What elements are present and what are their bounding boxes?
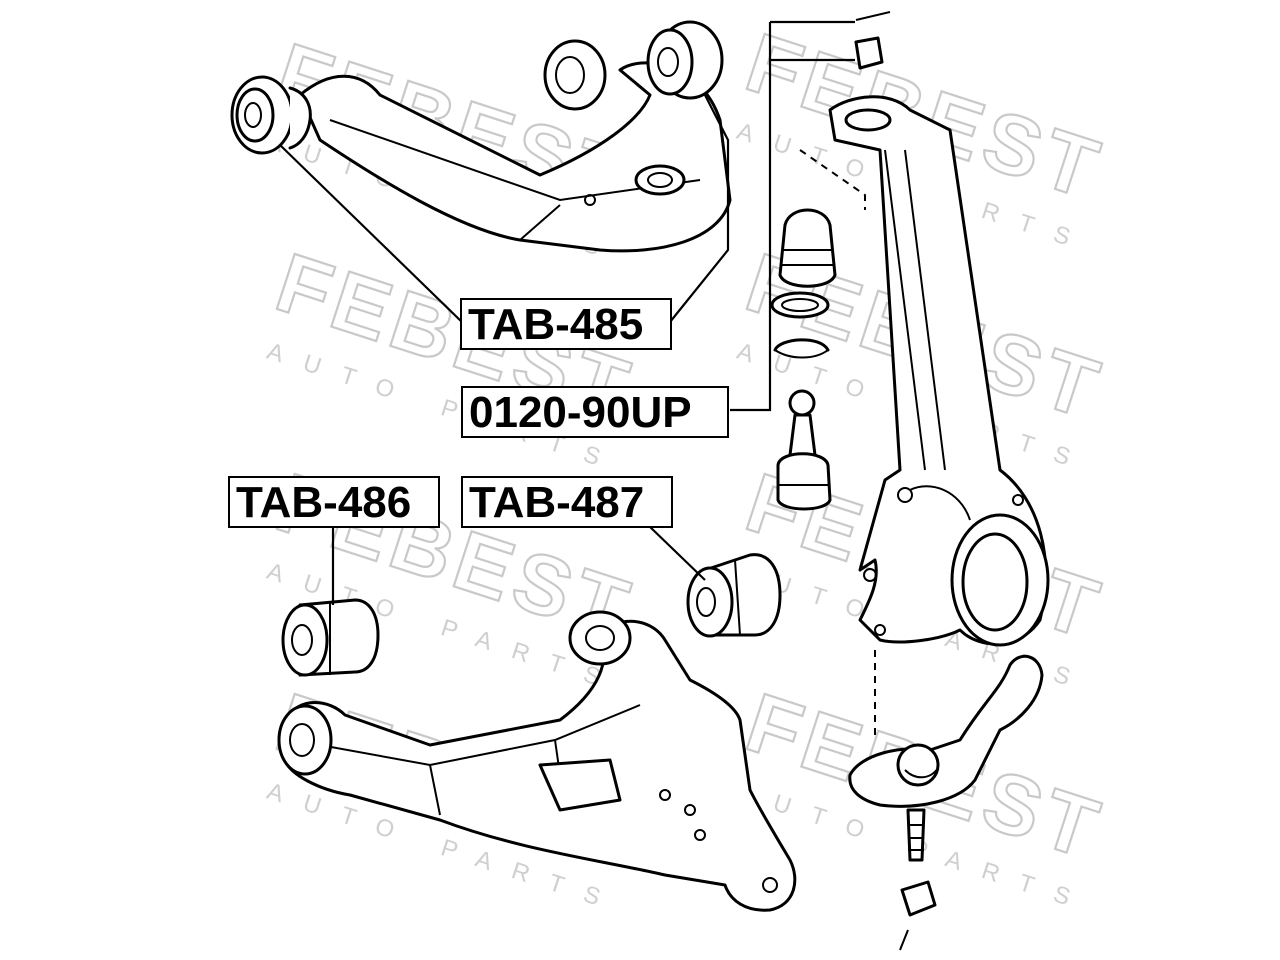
lower-arm-pivot-left — [277, 704, 333, 776]
steering-knuckle — [828, 95, 1050, 647]
leader-tab-485-left — [279, 144, 466, 326]
label-0120-90up[interactable]: 0120-90UP — [461, 386, 729, 438]
lower-ball-joint — [848, 654, 1044, 951]
upper-arm-pivot-front — [543, 39, 607, 111]
leader-tab-487 — [647, 524, 706, 581]
ball-joint-assembly — [730, 11, 891, 511]
lower-arm-pivot-right — [568, 610, 632, 666]
label-tab-487[interactable]: TAB-487 — [461, 476, 673, 528]
lower-arm-bushing-front — [686, 553, 782, 638]
upper-arm-bushing-left — [230, 75, 312, 155]
upper-arm-bushing-right — [646, 20, 724, 100]
label-tab-485[interactable]: TAB-485 — [460, 298, 672, 350]
lower-control-arm — [283, 619, 797, 912]
leader-tab-485-right — [669, 94, 730, 323]
label-tab-486[interactable]: TAB-486 — [228, 476, 440, 528]
lower-arm-bushing-rear — [281, 598, 380, 677]
